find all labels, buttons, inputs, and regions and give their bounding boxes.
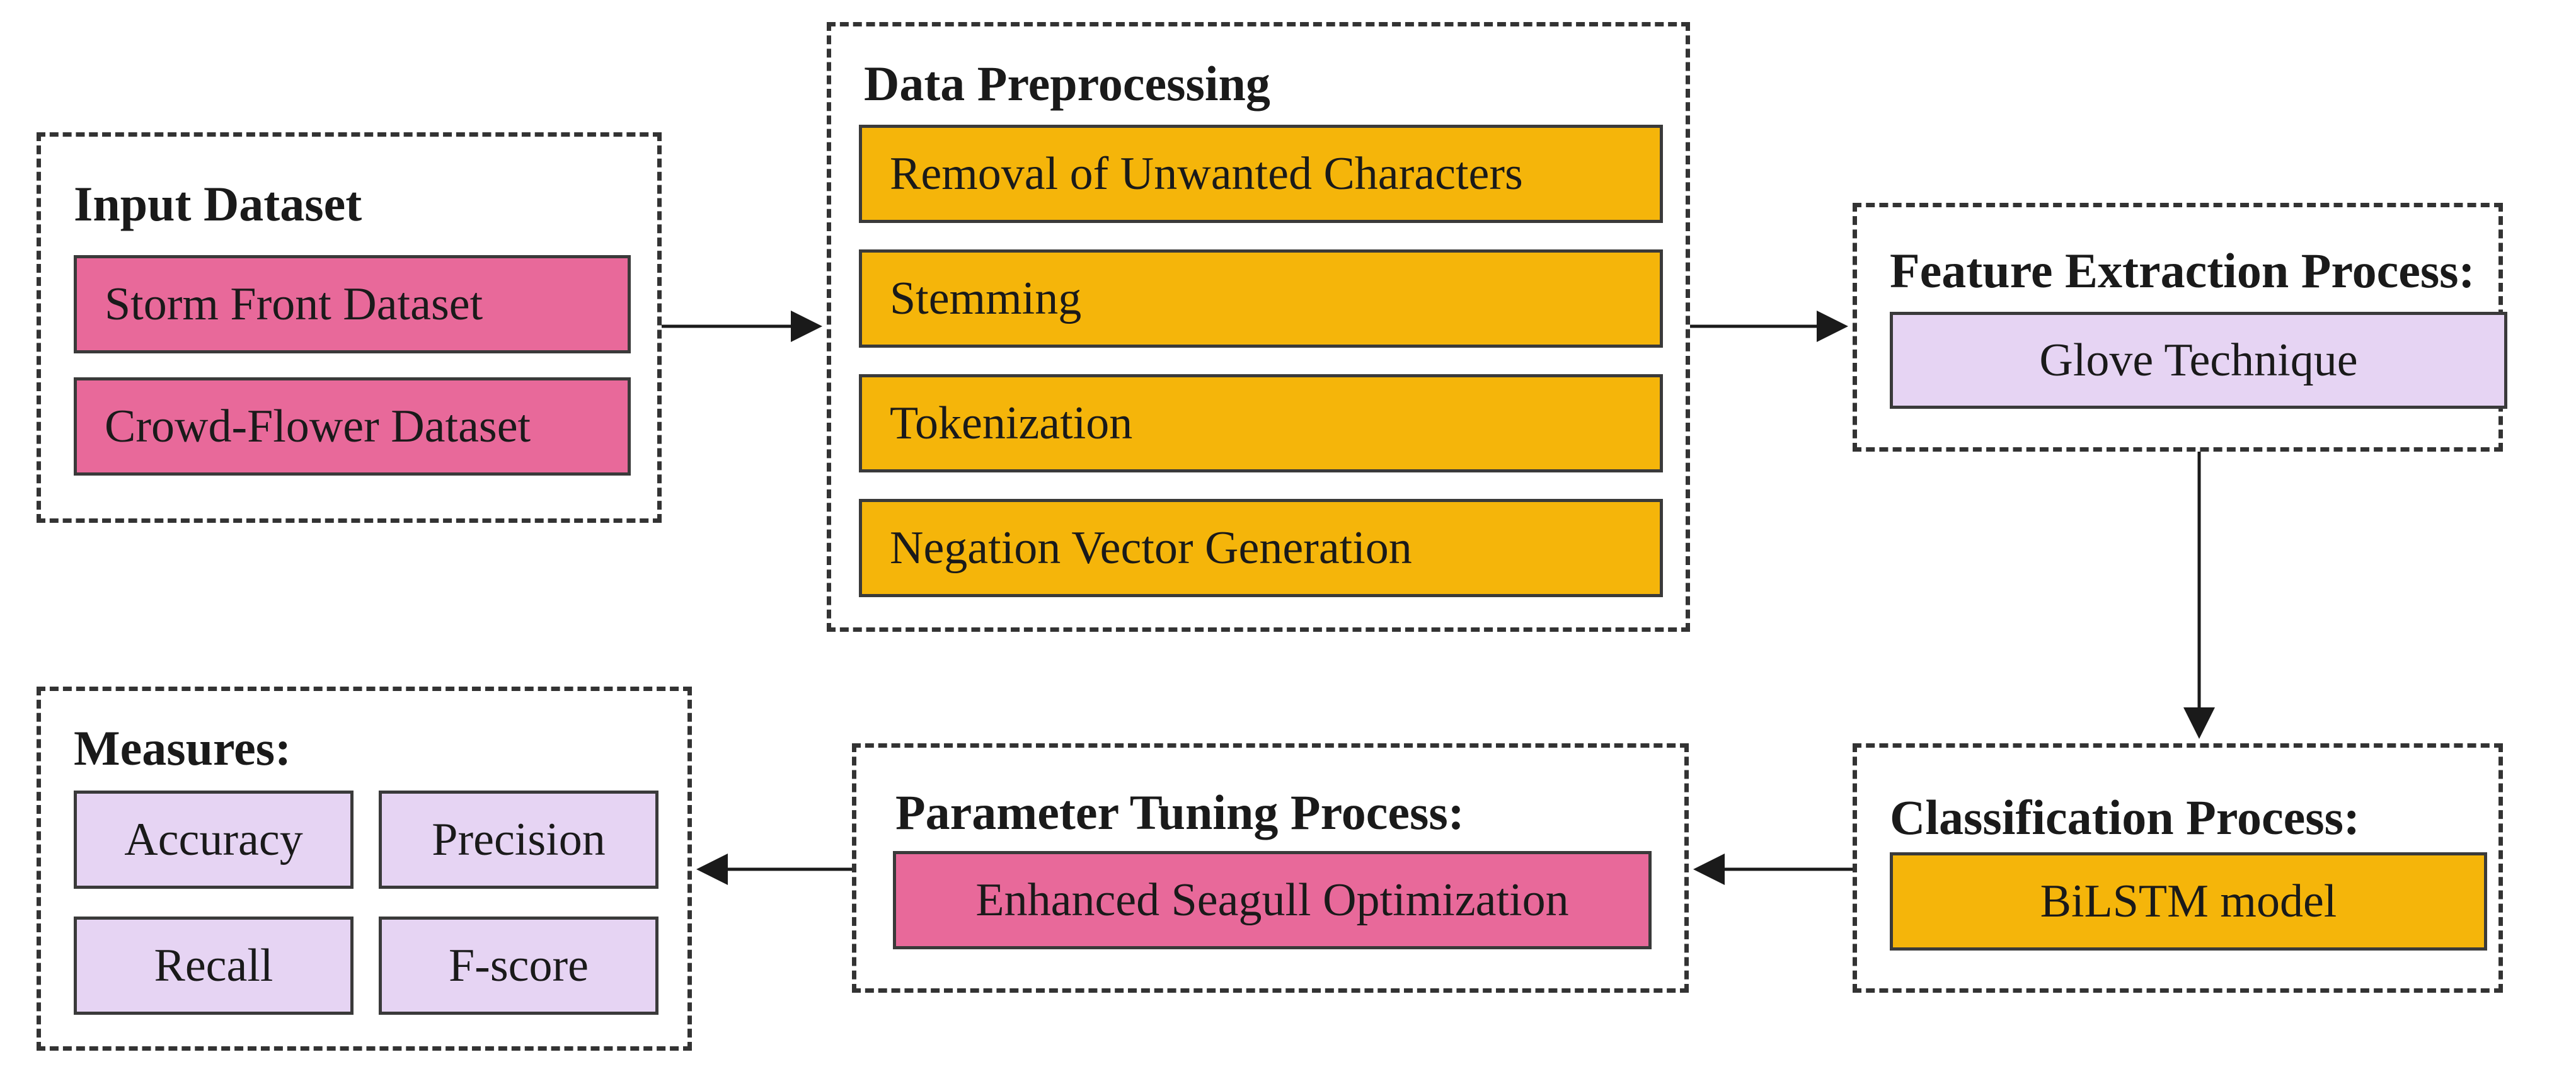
- precision-box: Precision: [379, 791, 658, 889]
- negation-vector-generation-box: Negation Vector Generation: [859, 499, 1663, 597]
- recall-box: Recall: [74, 917, 354, 1015]
- accuracy-box: Accuracy: [74, 791, 354, 889]
- enhanced-seagull-optimization-box: Enhanced Seagull Optimization: [893, 851, 1652, 949]
- measures-title: Measures:: [74, 721, 292, 775]
- bilstm-model-box: BiLSTM model: [1890, 852, 2487, 951]
- removal-unwanted-characters-box: Removal of Unwanted Characters: [859, 125, 1663, 223]
- data-preprocessing-title: Data Preprocessing: [864, 56, 1270, 111]
- feature-extraction-title: Feature Extraction Process:: [1890, 243, 2475, 298]
- stemming-box: Stemming: [859, 249, 1663, 348]
- data-preprocessing-group: Data Preprocessing Removal of Unwanted C…: [827, 22, 1690, 632]
- glove-technique-box: Glove Technique: [1890, 312, 2507, 409]
- measures-group: Measures: Accuracy Precision Recall F-sc…: [37, 687, 692, 1051]
- parameter-tuning-title: Parameter Tuning Process:: [895, 785, 1464, 840]
- f-score-box: F-score: [379, 917, 658, 1015]
- input-dataset-group: Input Dataset Storm Front Dataset Crowd-…: [37, 132, 662, 523]
- parameter-tuning-group: Parameter Tuning Process: Enhanced Seagu…: [852, 743, 1689, 993]
- crowd-flower-dataset-box: Crowd-Flower Dataset: [74, 377, 631, 476]
- storm-front-dataset-box: Storm Front Dataset: [74, 255, 631, 353]
- classification-title: Classification Process:: [1890, 790, 2360, 845]
- classification-group: Classification Process: BiLSTM model: [1853, 743, 2503, 993]
- feature-extraction-group: Feature Extraction Process: Glove Techni…: [1853, 203, 2507, 452]
- input-dataset-title: Input Dataset: [74, 176, 362, 231]
- tokenization-box: Tokenization: [859, 374, 1663, 472]
